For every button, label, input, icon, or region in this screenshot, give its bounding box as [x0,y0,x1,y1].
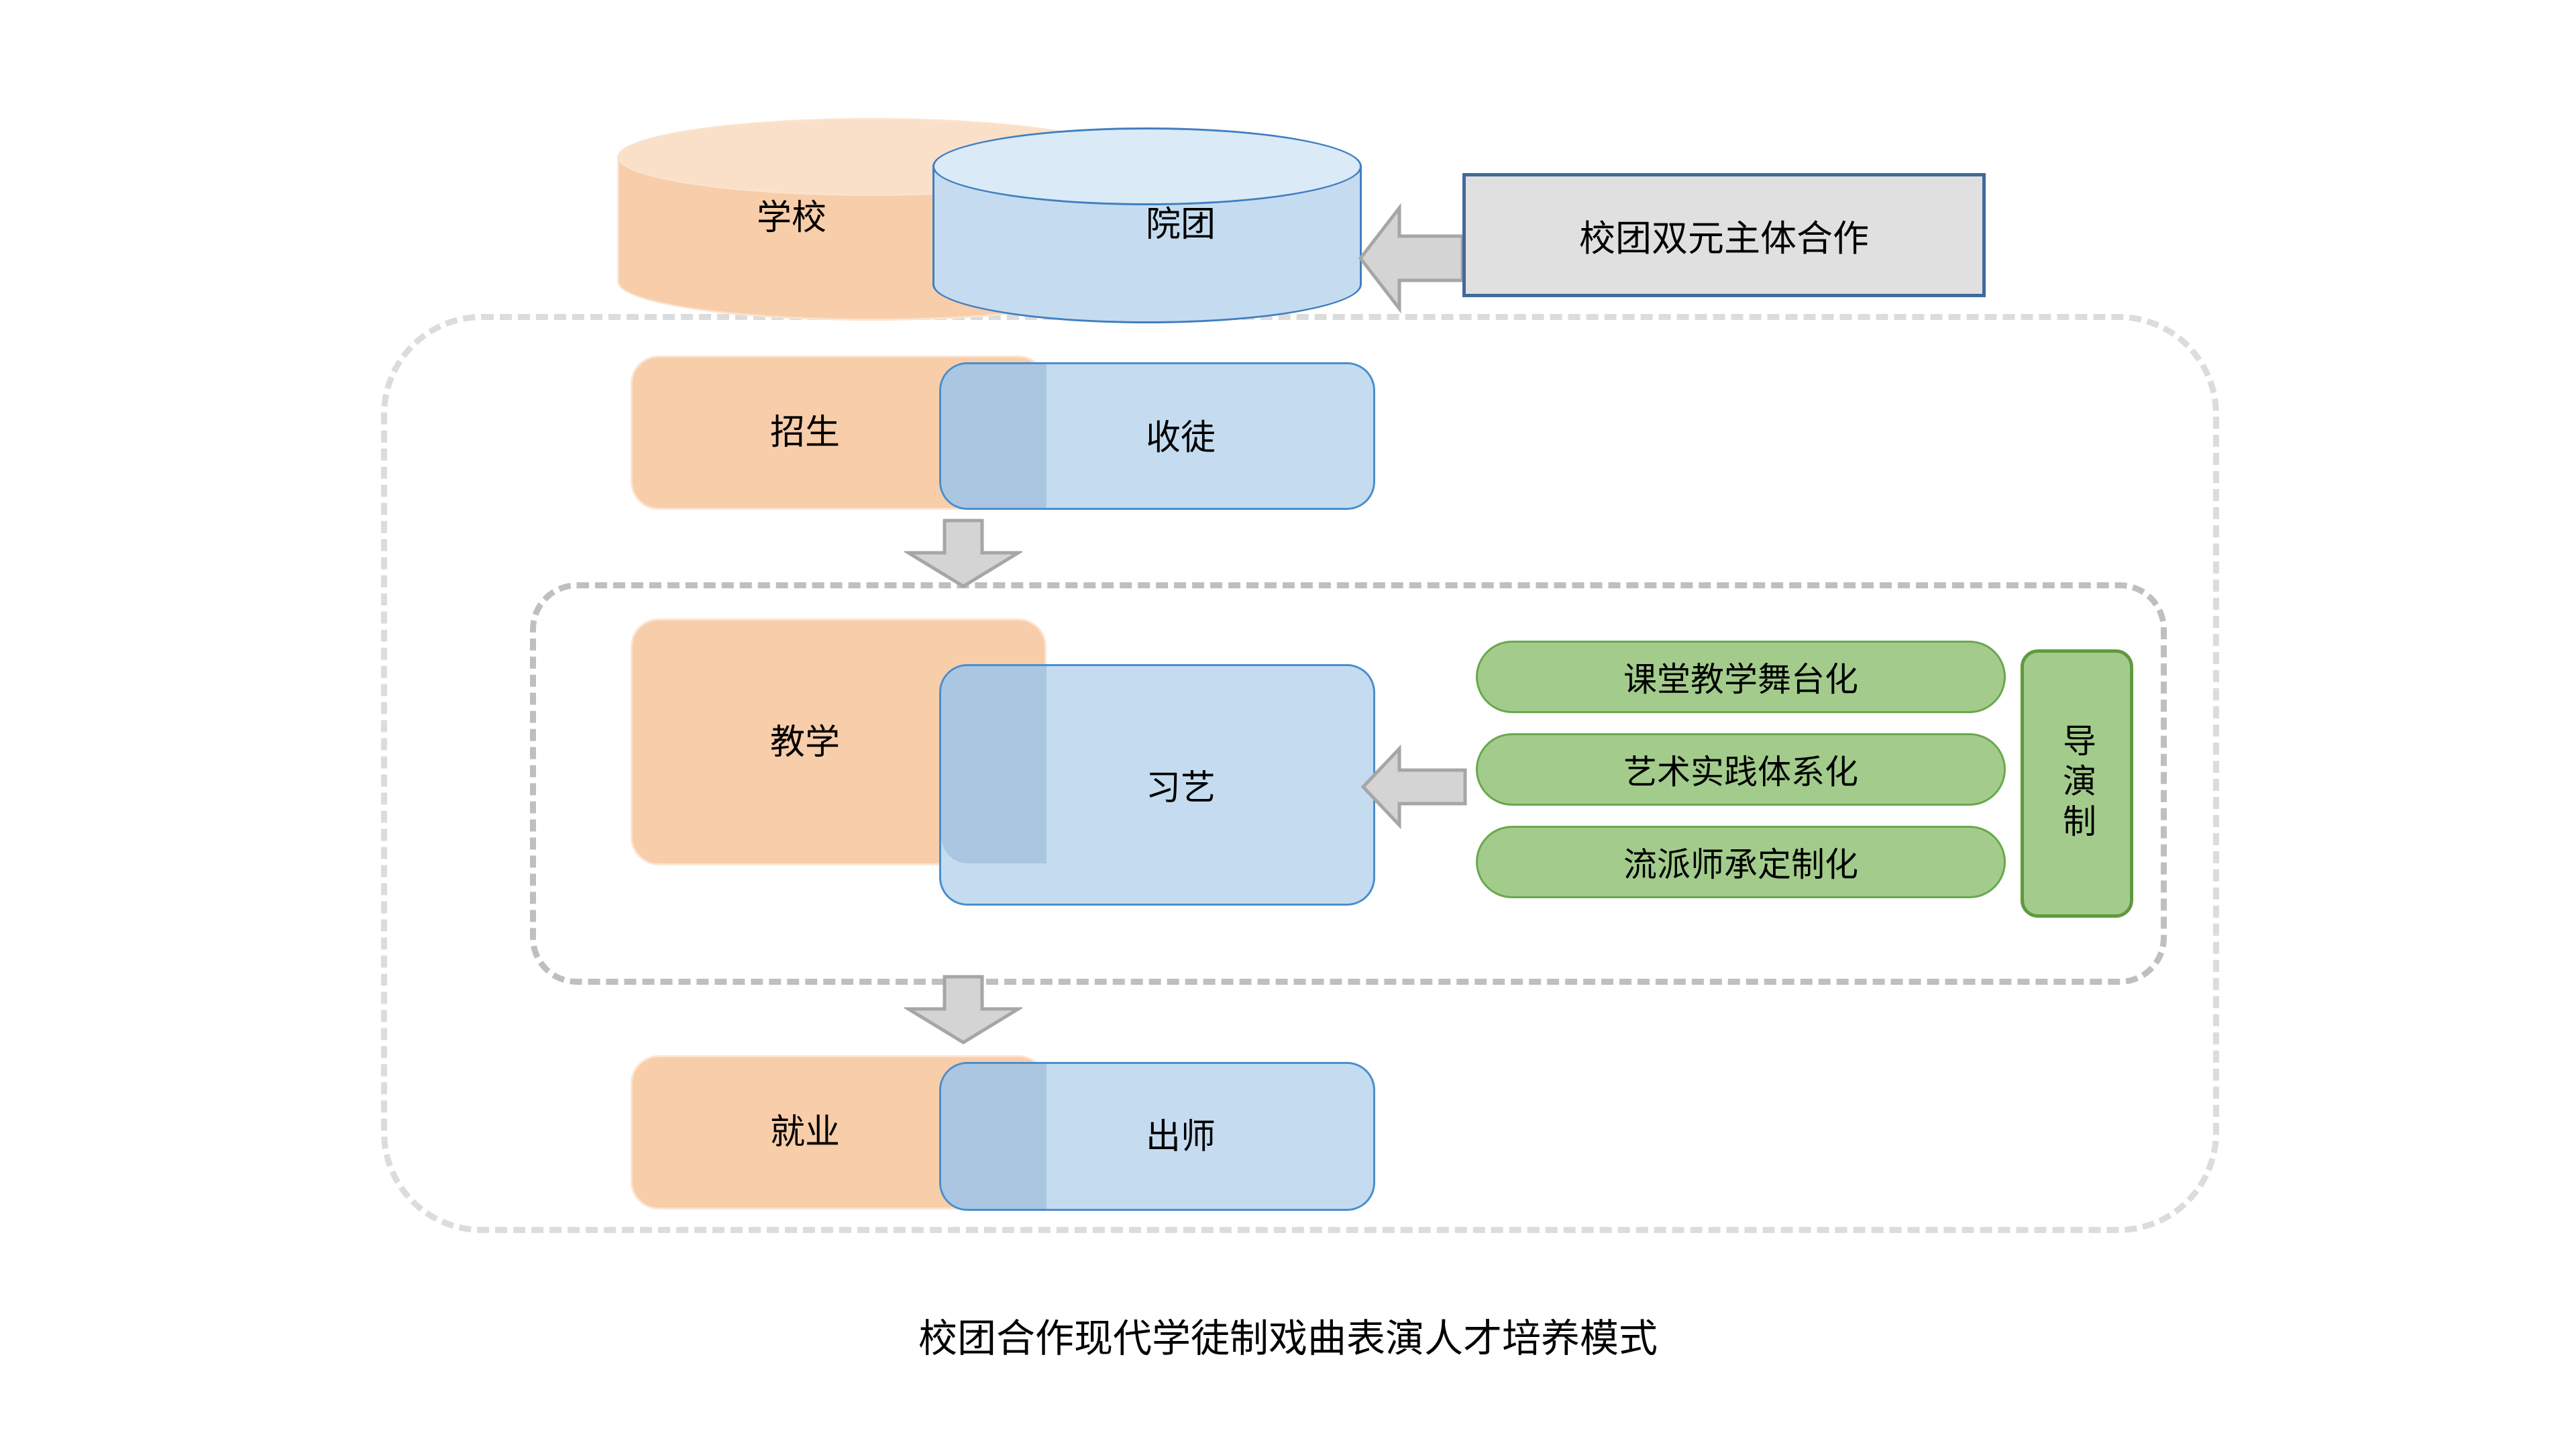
label-troupe-cylinder: 院团 [1145,205,1216,245]
arrow-methods-to-training-icon [1360,744,1467,830]
box-director-system[interactable]: 导演制 [2021,649,2133,918]
arrow-admission-to-training-icon [904,519,1022,588]
cylinder-troupe [932,127,1362,323]
callout-partnership-label: 校团双元主体合作 [1579,217,1869,260]
pill-method-1-label: 课堂教学舞台化 [1623,660,1858,699]
pill-method-2-label: 艺术实践体系化 [1623,753,1858,792]
cylinder-troupe-lid [932,127,1362,205]
label-graduation-school: 就业 [769,1112,840,1152]
box-graduation-troupe [939,1062,1375,1211]
pill-method-3[interactable]: 流派师承定制化 [1476,826,2006,898]
pill-method-1[interactable]: 课堂教学舞台化 [1476,641,2006,713]
label-admission-troupe: 收徒 [1145,418,1216,458]
label-graduation-troupe: 出师 [1145,1117,1216,1157]
inner-dashed-container [530,582,2167,985]
diagram-caption: 校团合作现代学徒制戏曲表演人才培养模式 [918,1316,1658,1361]
callout-partnership[interactable]: 校团双元主体合作 [1462,173,1986,297]
arrow-training-to-graduation-icon [904,975,1022,1044]
box-director-system-label: 导演制 [2057,723,2096,844]
box-training-troupe [939,664,1375,906]
label-admission-school: 招生 [769,413,840,453]
label-school-cylinder: 学校 [756,198,826,238]
pill-method-3-label: 流派师承定制化 [1623,845,1858,884]
box-admission-troupe [939,362,1375,510]
arrow-to-callout-icon [1358,203,1464,314]
outer-dashed-container [381,314,2219,1233]
pill-method-2[interactable]: 艺术实践体系化 [1476,733,2006,806]
label-training-school: 教学 [769,722,840,763]
label-training-troupe: 习艺 [1145,768,1216,808]
